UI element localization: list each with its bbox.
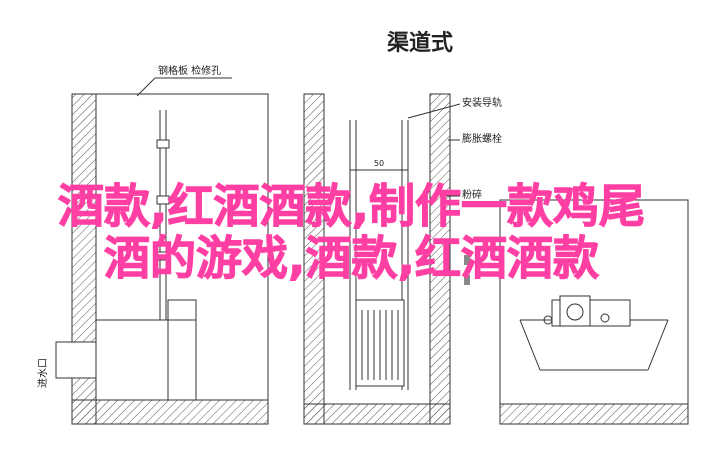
dimension-mark: 50 bbox=[374, 159, 384, 168]
overlay-headline-line-2: 酒的游戏,酒款,红酒酒款 bbox=[104, 231, 600, 285]
inlet-label: 进水口 bbox=[37, 358, 49, 388]
grinder-callout: 粉碎 bbox=[462, 188, 482, 201]
right-drawing bbox=[464, 199, 689, 425]
overlay-headline-line-1: 酒款,红酒酒款,制作一款鸡尾 bbox=[58, 179, 646, 233]
guide-rail-callout: 安装导轨 bbox=[462, 96, 502, 109]
middle-drawing: 50 bbox=[303, 93, 461, 425]
drawing-title: 渠道式 bbox=[387, 30, 453, 56]
left-drawing: 钢格板 检修孔 进水口 bbox=[37, 64, 269, 425]
grating-manhole-label: 钢格板 检修孔 bbox=[158, 64, 221, 77]
expansion-bolt-callout: 膨胀螺栓 bbox=[462, 132, 502, 145]
